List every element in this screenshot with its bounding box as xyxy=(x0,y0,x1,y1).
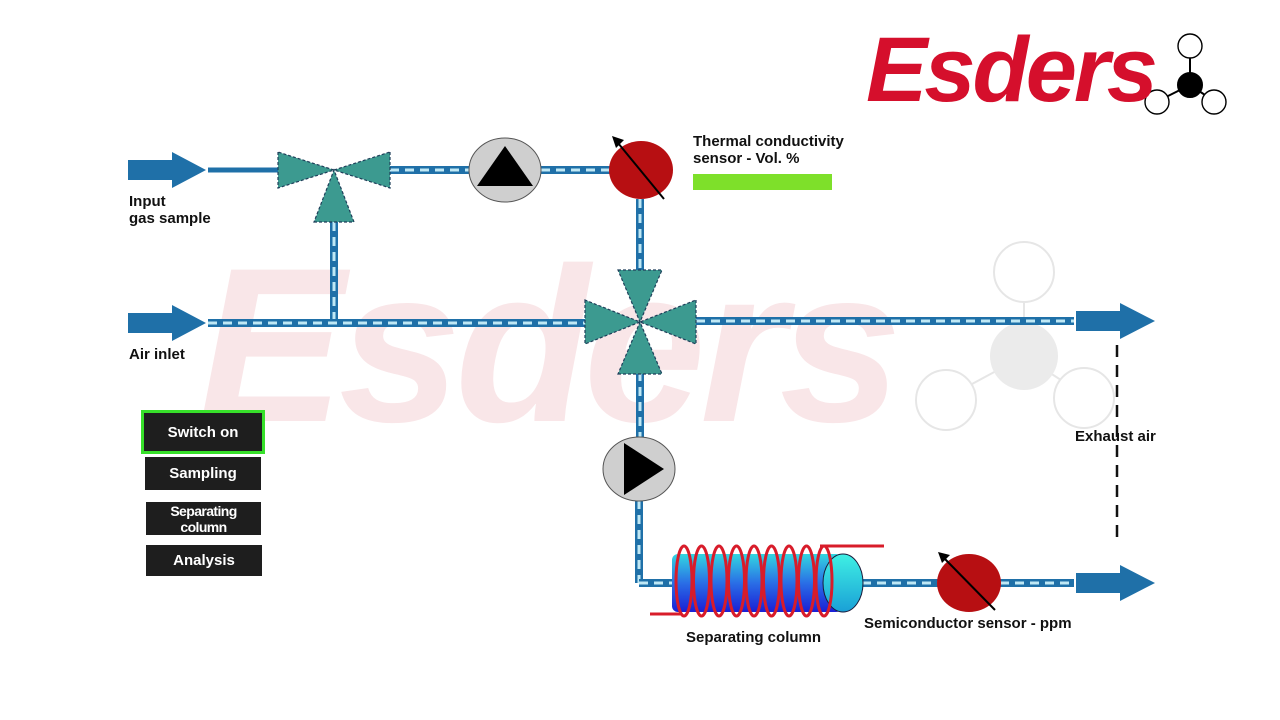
air-inlet-arrow-icon xyxy=(128,305,206,341)
input-gas-label: Input gas sample xyxy=(129,193,211,227)
thermal-sensor-gauge-icon[interactable] xyxy=(609,136,673,200)
exhaust-arrow-bottom-icon xyxy=(1076,565,1155,601)
separating-column-button[interactable]: Separating column xyxy=(146,502,261,535)
thermal-sensor-label: Thermal conductivity sensor - Vol. % xyxy=(693,133,844,167)
pump-bottom-icon[interactable] xyxy=(602,436,676,502)
semiconductor-sensor-label: Semiconductor sensor - ppm xyxy=(864,615,1072,632)
exhaust-arrow-top-icon xyxy=(1076,303,1155,339)
switch-on-button[interactable]: Switch on xyxy=(141,410,265,454)
air-inlet-label: Air inlet xyxy=(129,346,185,363)
exhaust-air-label: Exhaust air xyxy=(1075,428,1156,445)
three-way-valve-icon[interactable] xyxy=(277,151,391,223)
thermal-indicator-bar xyxy=(693,174,832,190)
separating-column-label: Separating column xyxy=(686,629,822,646)
pipe-network xyxy=(208,166,1074,587)
logo-molecule-icon xyxy=(1144,33,1227,115)
four-way-valve-icon[interactable] xyxy=(584,269,697,375)
watermark-molecule-icon xyxy=(915,241,1115,431)
semiconductor-sensor-gauge-icon[interactable] xyxy=(937,552,1001,612)
esders-logo: Esders xyxy=(866,19,1158,121)
analysis-button[interactable]: Analysis xyxy=(146,545,262,576)
separating-column-icon[interactable] xyxy=(650,544,884,618)
input-gas-arrow-icon xyxy=(128,152,206,188)
sampling-button[interactable]: Sampling xyxy=(145,457,261,490)
pump-top-icon[interactable] xyxy=(468,137,542,203)
